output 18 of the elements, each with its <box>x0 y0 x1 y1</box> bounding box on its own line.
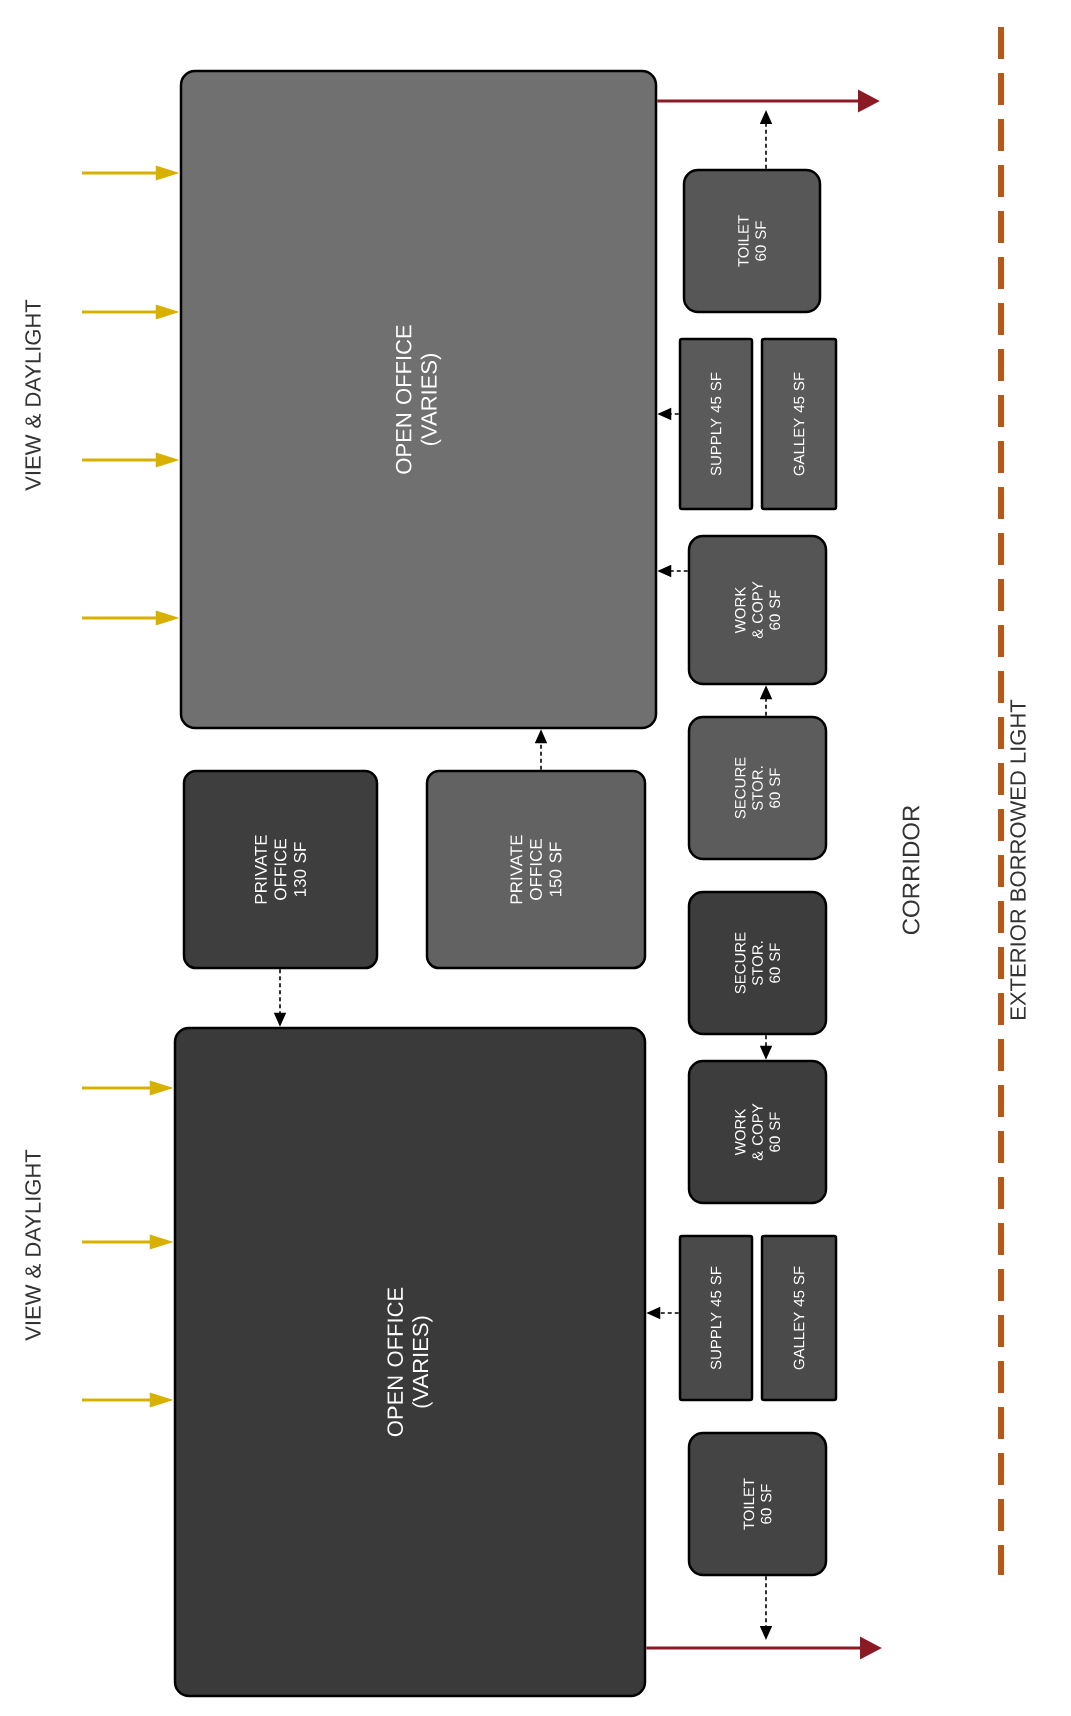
text-label: CORRIDOR <box>902 805 920 935</box>
room-block: GALLEY 45 SF <box>760 337 838 511</box>
room-block: TOILET 60 SF <box>687 1431 828 1577</box>
room-block: GALLEY 45 SF <box>760 1234 838 1402</box>
text-label: VIEW & DAYLIGHT <box>25 299 41 491</box>
room-block: OPEN OFFICE (VARIES) <box>173 1026 647 1698</box>
room-block: SECURE STOR. 60 SF <box>687 715 828 861</box>
room-block: TOILET 60 SF <box>682 168 822 314</box>
text-label: VIEW & DAYLIGHT <box>25 1149 41 1341</box>
text-label: EXTERIOR BORROWED LIGHT <box>1010 699 1026 1019</box>
room-block: WORK & COPY 60 SF <box>687 1059 828 1205</box>
room-block: OPEN OFFICE (VARIES) <box>179 69 658 730</box>
room-block: PRIVATE OFFICE 150 SF <box>425 769 647 970</box>
room-block: SECURE STOR. 60 SF <box>687 890 828 1036</box>
room-block: WORK & COPY 60 SF <box>687 534 828 686</box>
room-block: SUPPLY 45 SF <box>678 337 754 511</box>
room-block: PRIVATE OFFICE 130 SF <box>182 769 379 970</box>
room-block: SUPPLY 45 SF <box>678 1234 754 1402</box>
